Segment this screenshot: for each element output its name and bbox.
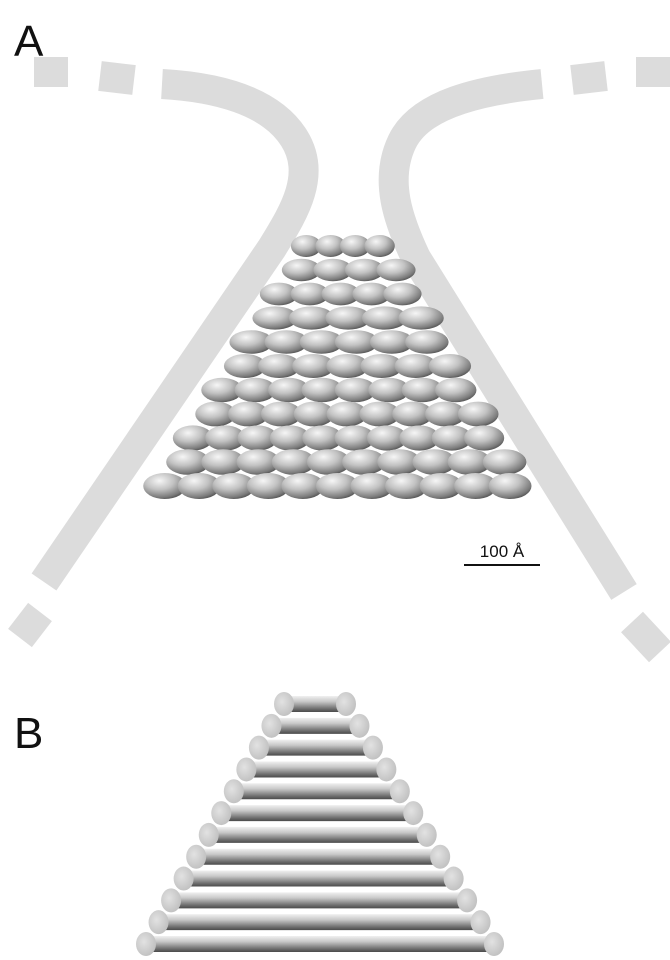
bead-row <box>166 449 526 475</box>
capsid-bead <box>464 425 504 450</box>
section-cap-right <box>390 779 410 803</box>
section-cap-left <box>174 867 194 891</box>
panel-label-a: A <box>14 20 43 64</box>
capsid-bead <box>489 473 532 499</box>
capsid-bead <box>435 378 476 402</box>
membrane-left-end <box>20 612 40 638</box>
capsid-bead <box>429 354 471 378</box>
bead-row <box>229 330 448 354</box>
cutaway-row <box>149 910 491 934</box>
bead-row <box>173 425 504 450</box>
section-cap-left <box>274 692 294 716</box>
section-cap-right <box>363 736 383 760</box>
capsid-tube <box>153 914 487 930</box>
bead-row <box>224 354 471 378</box>
cutaway-row <box>261 714 369 738</box>
capsid-tube <box>165 892 473 908</box>
membrane-right-dash-1 <box>572 76 606 80</box>
capsid-tube <box>178 871 460 887</box>
section-cap-left <box>249 736 269 760</box>
capsid-tube <box>253 740 379 756</box>
section-cap-right <box>484 932 504 956</box>
cutaway-row <box>174 867 464 891</box>
section-cap-left <box>261 714 281 738</box>
section-cap-right <box>336 692 356 716</box>
scale-bar-line <box>464 564 540 566</box>
section-cap-right <box>471 910 491 934</box>
bead-row <box>143 473 531 499</box>
section-cap-right <box>444 867 464 891</box>
cutaway-row <box>224 779 410 803</box>
section-cap-left <box>161 888 181 912</box>
bead-row <box>291 235 395 257</box>
membrane-left-dash-2 <box>100 76 134 80</box>
cutaway-row <box>236 757 396 781</box>
scale-bar-label: 100 Å <box>464 542 540 562</box>
capsid-bead <box>483 449 527 475</box>
section-cap-right <box>376 757 396 781</box>
section-cap-left <box>149 910 169 934</box>
panel-label-b: B <box>14 712 43 756</box>
capsid-tube <box>203 827 433 843</box>
section-cap-right <box>417 823 437 847</box>
section-cap-left <box>186 845 206 869</box>
section-cap-right <box>457 888 477 912</box>
capsid-tube <box>190 849 446 865</box>
section-cap-left <box>224 779 244 803</box>
bead-row <box>201 378 476 402</box>
capsid-cutaway-view <box>136 692 504 956</box>
capsid-bead <box>383 283 421 306</box>
section-cap-left <box>136 932 156 956</box>
capsid-bead <box>458 402 499 427</box>
section-cap-left <box>199 823 219 847</box>
cutaway-row <box>199 823 437 847</box>
cutaway-row <box>274 692 356 716</box>
cutaway-row <box>186 845 450 869</box>
capsid-tube <box>240 761 392 777</box>
capsid-bead <box>398 306 443 329</box>
section-cap-right <box>430 845 450 869</box>
membrane-right-end <box>632 622 660 652</box>
bead-row <box>195 402 498 427</box>
capsid-tube <box>140 936 500 952</box>
section-cap-right <box>403 801 423 825</box>
bead-row <box>282 259 416 281</box>
cutaway-row <box>136 932 504 956</box>
cutaway-row <box>161 888 477 912</box>
bead-row <box>260 283 422 306</box>
capsid-bead <box>364 235 394 257</box>
scale-bar: 100 Å <box>464 542 540 566</box>
capsid-bead <box>405 330 449 354</box>
capsid-tube <box>228 783 406 799</box>
bead-row <box>252 306 443 329</box>
cutaway-row <box>211 801 423 825</box>
section-cap-left <box>211 801 231 825</box>
cutaway-row <box>249 736 383 760</box>
section-cap-right <box>349 714 369 738</box>
capsid-bead <box>376 259 415 281</box>
capsid-tube <box>215 805 419 821</box>
section-cap-left <box>236 757 256 781</box>
